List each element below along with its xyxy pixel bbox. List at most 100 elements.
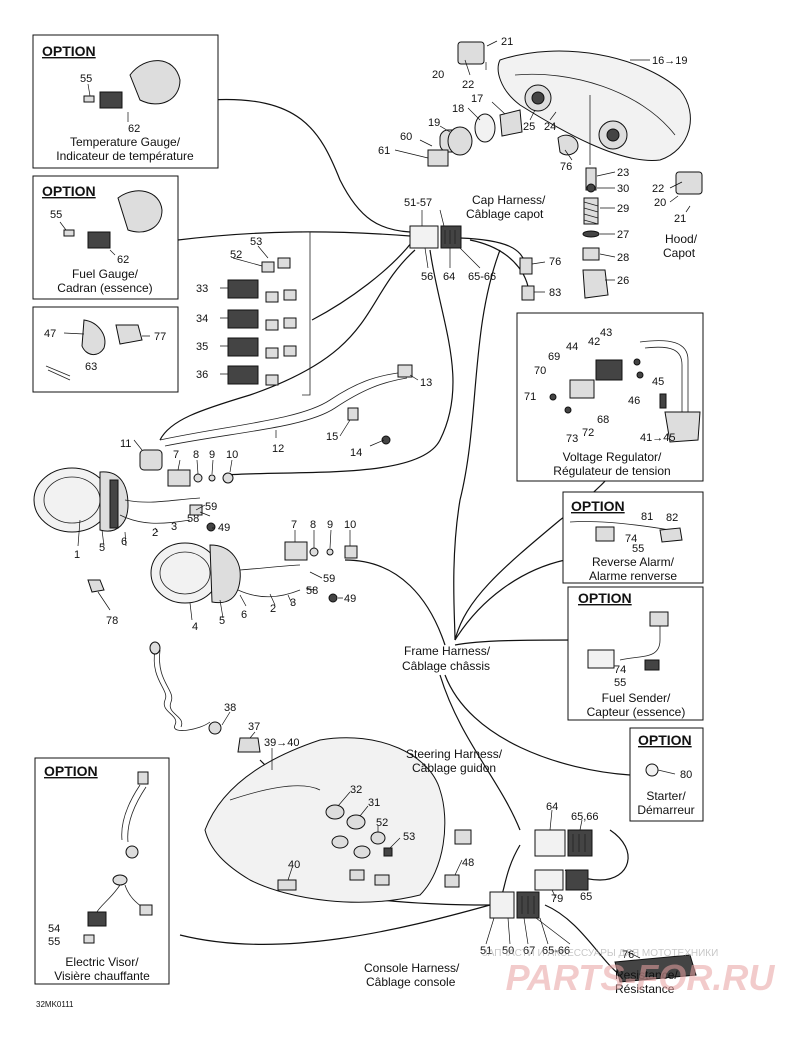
voltage-regulator-frame (516, 312, 704, 482)
electric-visor-part-55: 55 (48, 936, 60, 948)
connector-65-66b (567, 829, 593, 857)
reverse-alarm-connector (595, 526, 615, 542)
part-19: 19 (428, 117, 440, 129)
vr-part-71: 71 (524, 391, 536, 403)
connector-64b (534, 829, 566, 857)
temp-gauge-connector (99, 91, 123, 109)
fuel-gauge-body (117, 190, 163, 233)
steering-connectors (534, 829, 593, 891)
temp-gauge-caption-2: Indicateur de température (56, 149, 194, 163)
cable-12 (159, 364, 413, 447)
console-harness-label-2: Câblage console (366, 975, 456, 989)
part-61: 61 (378, 145, 390, 157)
connector-79 (534, 869, 564, 891)
vr-part-42: 42 (588, 336, 600, 348)
option-electric-visor: OPTION 54 55 Electric Visor/ Visière cha… (34, 757, 170, 985)
fastener-part-63: 63 (85, 361, 97, 373)
wire-fuel-gauge (177, 231, 411, 241)
connector-35 (227, 337, 259, 357)
part-2b: 2 (270, 603, 276, 615)
part-13: 13 (420, 377, 432, 389)
wire-visor (179, 904, 491, 945)
nut-28 (582, 247, 600, 261)
part-5b: 5 (219, 615, 225, 627)
part-31: 31 (368, 797, 380, 809)
fuel-sender-option-label: OPTION (578, 590, 632, 606)
part-34: 34 (196, 313, 208, 325)
part-56: 56 (421, 271, 433, 283)
starter-box (629, 727, 704, 822)
switch-31 (346, 814, 366, 830)
bulb-7b (284, 541, 308, 561)
part-64b: 64 (546, 801, 558, 813)
switch-21 (457, 41, 485, 65)
part-40: 40 (288, 859, 300, 871)
part-48: 48 (462, 857, 474, 869)
diagram-code: 32MK0111 (36, 1000, 74, 1009)
switch-52 (370, 831, 386, 845)
temp-gauge-part-62: 62 (128, 123, 140, 135)
reverse-alarm-option-label: OPTION (571, 498, 625, 514)
bulb-7a (167, 469, 191, 487)
part-10b: 10 (344, 519, 356, 531)
part-33: 33 (196, 283, 208, 295)
part-2a: 2 (152, 527, 158, 539)
console-assembly (204, 737, 472, 903)
vr-caption-2: Régulateur de tension (553, 464, 670, 478)
part-22b: 22 (652, 183, 664, 195)
gauge-1-assembly (33, 449, 234, 533)
connector-51 (489, 891, 515, 919)
fastener-part-77: 77 (154, 331, 166, 343)
knob-26 (582, 269, 609, 299)
key-37 (237, 737, 261, 753)
resistance-label-1: Resistance/ (615, 968, 678, 982)
part-9a: 9 (209, 449, 215, 461)
part-58b: 58 (306, 585, 318, 597)
cap-harness-label-2: Câblage capot (466, 207, 544, 221)
bulb-17 (499, 109, 523, 137)
connector-34 (227, 309, 259, 329)
part-32: 32 (350, 784, 362, 796)
part-10a: 10 (226, 449, 238, 461)
part-7b: 7 (291, 519, 297, 531)
fastener-part-47: 47 (44, 328, 56, 340)
switch-32 (325, 804, 345, 820)
grommet-76 (557, 134, 579, 156)
part-4: 4 (192, 621, 198, 633)
part-83: 83 (549, 287, 561, 299)
watermark-line-1: ЗАПЧАСТИ И АКСЕССУАРЫ ДЛЯ МОТОТЕХНИКИ (482, 948, 719, 959)
vr-part-41-45: 41→45 (640, 432, 675, 444)
reverse-alarm-caption-2: Alarme renverse (589, 569, 677, 583)
tether-38 (208, 721, 222, 735)
connector-bank (227, 231, 311, 396)
regulator-body (664, 411, 701, 443)
cap-harness-label-1: Cap Harness/ (472, 193, 546, 207)
switch-20 (675, 171, 703, 195)
part-25: 25 (523, 121, 535, 133)
clip-48 (444, 874, 460, 888)
connector-56 (409, 225, 439, 249)
frame-harness-label-1: Frame Harness/ (404, 644, 491, 658)
part-39-40: 39→40 (264, 737, 299, 749)
washer-9b (326, 548, 334, 556)
part-12: 12 (272, 443, 284, 455)
part-53a: 53 (250, 236, 262, 248)
fuel-gauge-option-label: OPTION (42, 183, 96, 199)
reflector-18 (474, 113, 496, 143)
frame-harness-label-2: Câblage châssis (402, 659, 490, 673)
part-65-66c: 65-66 (542, 945, 570, 957)
vr-part-44: 44 (566, 341, 578, 353)
watermark-line-2: PARTS-FOR.RU (506, 957, 776, 998)
fuel-sender-part-74: 74 (614, 664, 626, 676)
part-21a: 21 (501, 36, 513, 48)
part-35: 35 (196, 341, 208, 353)
reverse-alarm-part-81: 81 (641, 511, 653, 523)
electric-visor-box (34, 757, 170, 985)
headlight-assembly (427, 41, 703, 299)
part-78: 78 (106, 615, 118, 627)
part-58a: 58 (187, 513, 199, 525)
fasteners-frame (32, 306, 179, 393)
wire-gauge2 (344, 559, 446, 646)
temp-gauge-body (129, 60, 181, 105)
